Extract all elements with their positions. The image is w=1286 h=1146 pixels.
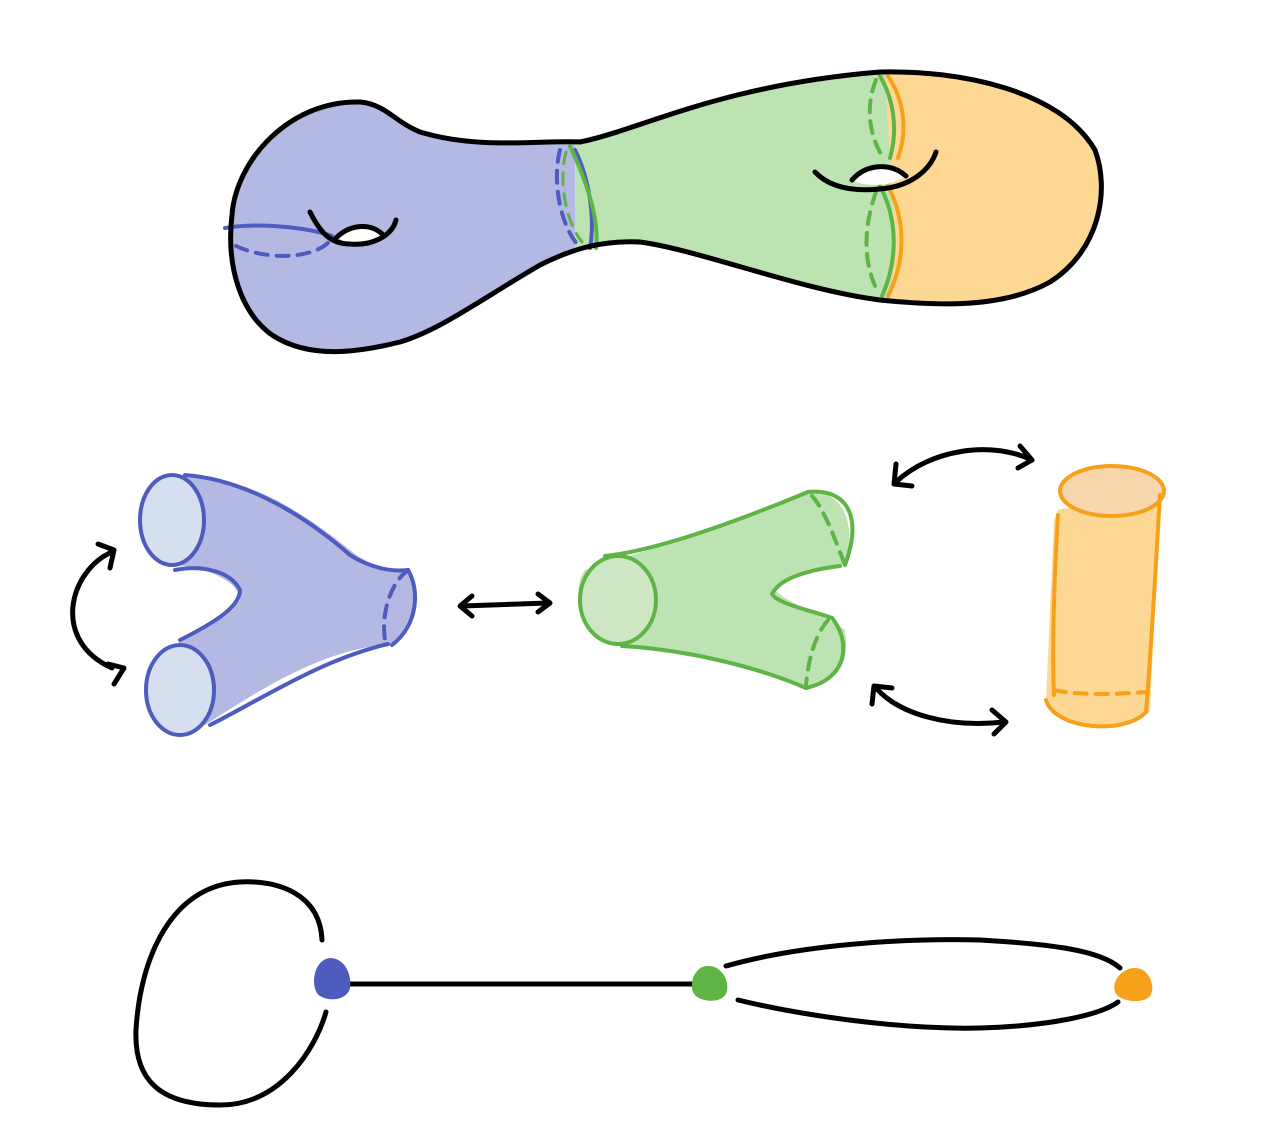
- blue-pants-outline: [173, 473, 410, 727]
- arrowhead-icon: [989, 707, 1009, 737]
- arrow-blue-green-gluing: [459, 600, 551, 609]
- right-hole: [812, 149, 939, 193]
- green-lower-cuff-hidden: [804, 618, 830, 688]
- arrowhead-icon: [535, 591, 553, 615]
- lower-curve-hidden: [864, 190, 880, 294]
- orange-cylinder: [1044, 464, 1166, 729]
- blue-waist-cuff: [390, 568, 418, 647]
- arrowhead-icon: [457, 593, 475, 619]
- genus-two-surface: [223, 69, 1104, 355]
- green-upper-cuff: [806, 489, 855, 567]
- arrowhead-icon: [1015, 443, 1035, 471]
- dual-graph: [133, 879, 1153, 1108]
- graph-vertex-green: [691, 965, 728, 1001]
- orange-cylinder-bottom-hidden: [1052, 688, 1148, 696]
- neck-curve-hidden-green: [561, 150, 584, 244]
- green-upper-curve: [878, 74, 897, 160]
- orange-cylinder-top-cap: [1058, 464, 1166, 518]
- surface-region-orange: [885, 71, 1102, 330]
- graph-edge-green-orange-lower: [735, 997, 1121, 1031]
- orange-cylinder-outline: [1044, 493, 1162, 729]
- blue-meridian-curve-hidden: [234, 236, 334, 258]
- green-lower-curve: [878, 184, 896, 298]
- green-neck-curve: [568, 144, 599, 250]
- pants-decomposition: [70, 443, 1166, 737]
- surface-region-green: [575, 71, 894, 330]
- upper-curve-hidden: [867, 78, 884, 158]
- green-pants-outline: [603, 490, 842, 690]
- arrow-blue-self-gluing: [70, 549, 115, 671]
- orange-upper-curve: [886, 74, 906, 160]
- graph-vertex-blue: [314, 958, 351, 1000]
- blue-pair-of-pants: [138, 473, 418, 737]
- green-upper-cuff-hidden: [810, 494, 847, 567]
- left-hole: [307, 209, 399, 247]
- gluing-arrows: [70, 443, 1035, 737]
- arrowhead-icon: [105, 661, 127, 687]
- arrowhead-icon: [891, 461, 915, 489]
- surface-region-blue: [230, 71, 575, 352]
- neck-curve-hidden: [554, 148, 580, 247]
- graph-vertex-orange: [1114, 968, 1153, 1002]
- arrow-green-orange-upper-gluing: [893, 447, 1035, 485]
- blue-waist-cuff-hidden: [382, 568, 410, 646]
- green-pair-of-pants: [578, 489, 855, 690]
- arrow-green-orange-lower-gluing: [873, 685, 1007, 726]
- surface-outline: [228, 69, 1104, 355]
- blue-upper-cuff: [138, 473, 206, 567]
- graph-loop-edge: [133, 879, 329, 1108]
- arrowhead-icon: [869, 683, 895, 707]
- green-waist-cuff: [578, 554, 658, 646]
- orange-lower-curve: [886, 184, 904, 298]
- blue-lower-cuff: [144, 643, 216, 737]
- graph-edge-green-orange-upper: [723, 937, 1123, 971]
- green-lower-cuff: [804, 616, 846, 690]
- arrowhead-icon: [95, 541, 117, 571]
